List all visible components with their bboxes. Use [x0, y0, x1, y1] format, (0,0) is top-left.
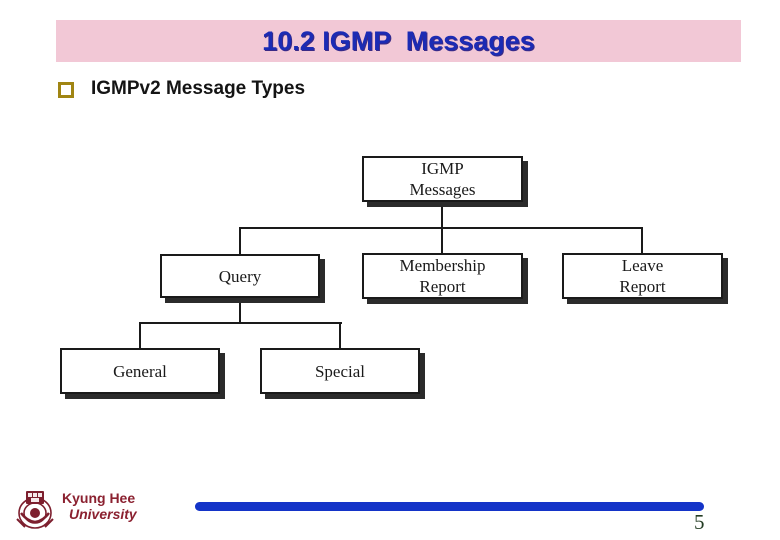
- bullet-row: IGMPv2 Message Types: [58, 78, 305, 100]
- square-bullet-icon: [58, 82, 74, 98]
- connector-query-down: [239, 296, 241, 324]
- footer-university-name: Kyung Hee University: [62, 490, 137, 522]
- connector-drop-query: [239, 227, 241, 254]
- diagram-node-general: General: [60, 348, 220, 394]
- connector-drop-special: [339, 322, 341, 350]
- diagram-node-membership-report: Membership Report: [362, 253, 523, 299]
- connector-level2-bus: [139, 322, 342, 324]
- slide-title-bar: 10.2 IGMP Messages: [56, 20, 741, 62]
- page-title: 10.2 IGMP Messages: [262, 25, 535, 56]
- bullet-label: IGMPv2 Message Types: [91, 78, 306, 99]
- footer-org-line1: Kyung Hee: [62, 490, 136, 506]
- connector-drop-general: [139, 322, 141, 350]
- node-label: Membership Report: [399, 256, 486, 296]
- footer-org-line2: University: [69, 506, 137, 522]
- diagram-node-igmp-messages: IGMP Messages: [362, 156, 523, 202]
- node-label: Special: [314, 361, 366, 381]
- connector-level1-bus: [239, 227, 643, 229]
- diagram-node-leave-report: Leave Report: [562, 253, 723, 299]
- page-number: 5: [694, 510, 705, 534]
- node-label: General: [113, 361, 167, 381]
- connector-drop-leave: [641, 227, 643, 255]
- node-label: Leave Report: [619, 256, 666, 296]
- node-label: Query: [218, 266, 262, 286]
- footer-accent-line: [195, 502, 704, 511]
- diagram-node-special: Special: [260, 348, 420, 394]
- diagram-node-query: Query: [160, 254, 320, 298]
- university-seal-icon: [16, 491, 54, 529]
- node-label: IGMP Messages: [409, 159, 476, 199]
